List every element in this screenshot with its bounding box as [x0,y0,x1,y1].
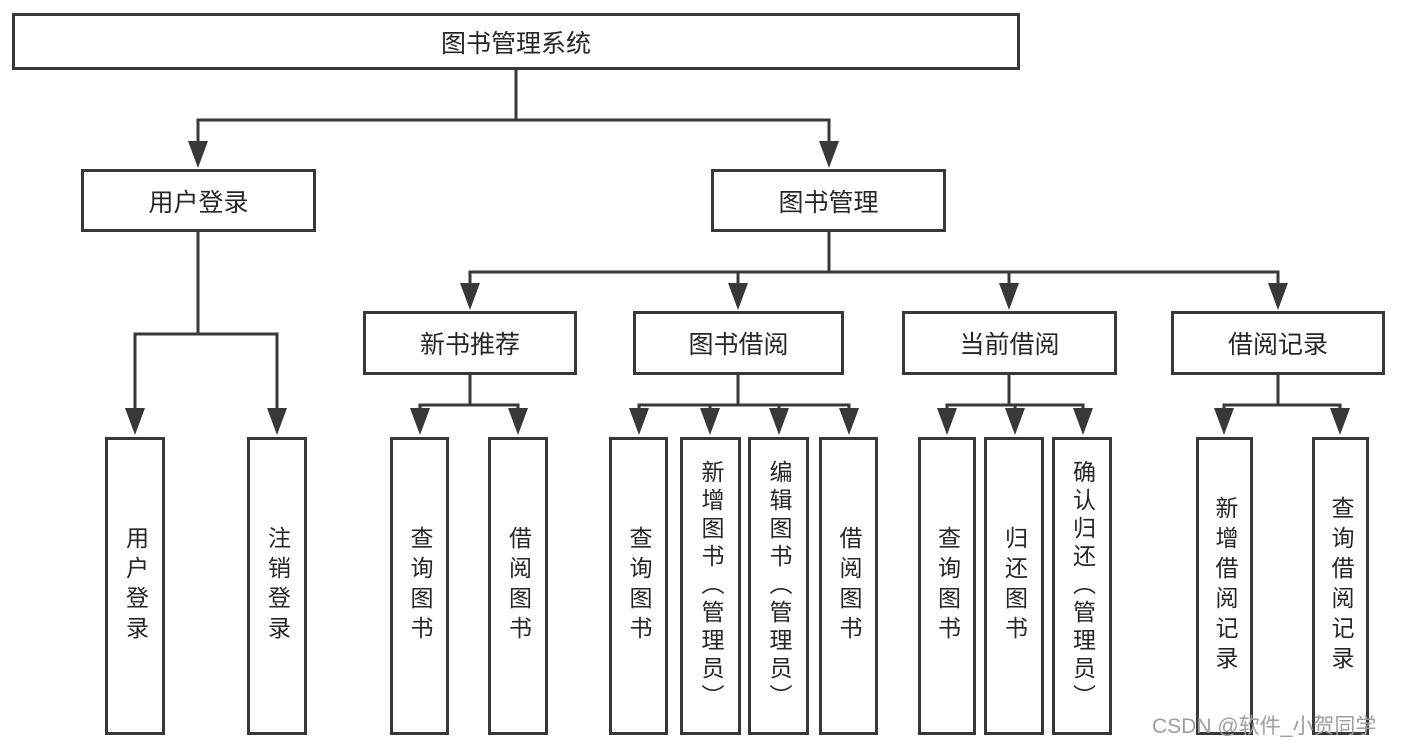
node-book-borrow: 图书借阅 [633,311,844,375]
node-user-login: 用户登录 [81,169,316,232]
arrow-down-icon [1005,408,1025,435]
connector-new-book-children [410,375,528,435]
arrow-down-icon [1073,408,1093,435]
watermark: CSDN @软件_小贺同学 [1152,715,1377,738]
leaf-borrow-book-recommend: 借阅图书 [488,437,548,735]
arrow-down-icon [1268,283,1288,310]
connector-current-borrow-children [937,375,1093,435]
arrow-down-icon [728,283,748,310]
node-new-book-recommend: 新书推荐 [363,311,577,375]
leaf-borrow-book: 借阅图书 [819,437,878,735]
arrow-down-icon [839,408,859,435]
leaf-search-book-borrow: 查询图书 [609,437,668,735]
leaf-search-borrow-record: 查询借阅记录 [1312,437,1369,735]
arrow-down-icon [1330,408,1350,435]
arrow-down-icon [937,408,957,435]
connector-book-borrow-children [629,375,859,435]
leaf-logout: 注销登录 [247,437,307,735]
leaf-confirm-return-admin: 确认归还（管理员） [1052,437,1112,735]
leaf-add-borrow-record: 新增借阅记录 [1196,437,1253,735]
leaf-search-book-current: 查询图书 [918,437,976,735]
arrow-down-icon [819,141,839,168]
connector-book-management-children [460,232,1288,310]
arrow-down-icon [700,408,720,435]
connector-root-to-level2 [188,70,839,168]
node-library-system: 图书管理系统 [12,13,1020,70]
arrow-down-icon [125,408,145,435]
arrow-down-icon [410,408,430,435]
leaf-return-book: 归还图书 [984,437,1044,735]
arrow-down-icon [769,408,789,435]
connector-user-login-children [125,232,287,435]
leaf-user-login: 用户登录 [105,437,165,735]
node-current-borrow: 当前借阅 [902,311,1117,375]
arrow-down-icon [460,283,480,310]
node-borrow-records: 借阅记录 [1171,311,1385,375]
arrow-down-icon [267,408,287,435]
arrow-down-icon [999,283,1019,310]
arrow-down-icon [1214,408,1234,435]
leaf-search-book-recommend: 查询图书 [390,437,449,735]
node-book-management: 图书管理 [711,169,946,232]
arrow-down-icon [188,141,208,168]
leaf-edit-book-admin: 编辑图书（管理员） [748,437,809,735]
connector-borrow-records-children [1214,375,1350,435]
arrow-down-icon [508,408,528,435]
leaf-add-book-admin: 新增图书（管理员） [680,437,741,735]
arrow-down-icon [629,408,649,435]
